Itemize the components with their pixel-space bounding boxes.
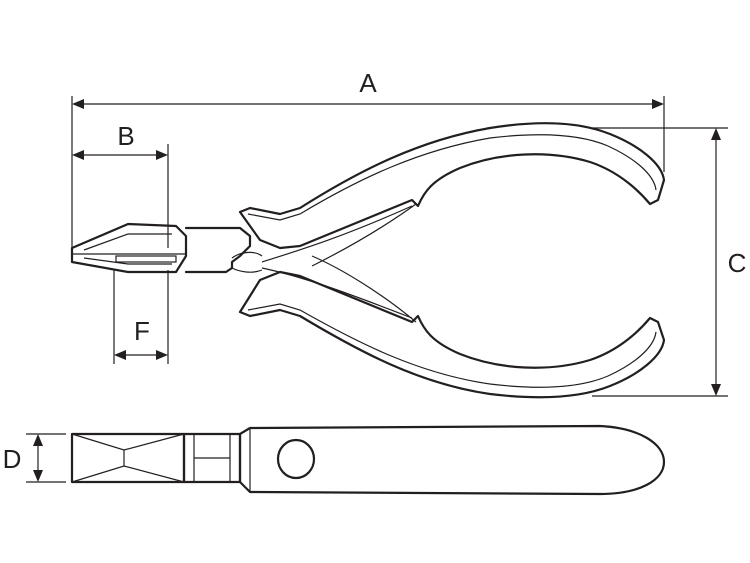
pliers-side-view — [70, 424, 666, 496]
dimension-c: C — [592, 127, 747, 397]
dimension-d: D — [3, 433, 66, 483]
pliers-top-view — [70, 122, 666, 399]
dimension-label-c: C — [728, 248, 747, 278]
dimension-label-b: B — [117, 121, 134, 151]
dimension-label-a: A — [359, 68, 377, 98]
dimension-f: F — [113, 270, 169, 364]
side-head — [70, 432, 186, 484]
dimension-label-f: F — [134, 316, 150, 346]
side-handle — [238, 424, 666, 496]
dimension-a: A — [71, 68, 665, 248]
side-rivet-hole — [276, 438, 316, 480]
return-spring — [261, 205, 413, 263]
dimension-b: B — [72, 121, 169, 248]
cutting-jaw — [70, 222, 188, 274]
joint-neck — [184, 226, 252, 274]
upper-handle — [238, 122, 666, 250]
dimension-label-d: D — [3, 444, 22, 474]
lower-handle — [238, 270, 666, 399]
